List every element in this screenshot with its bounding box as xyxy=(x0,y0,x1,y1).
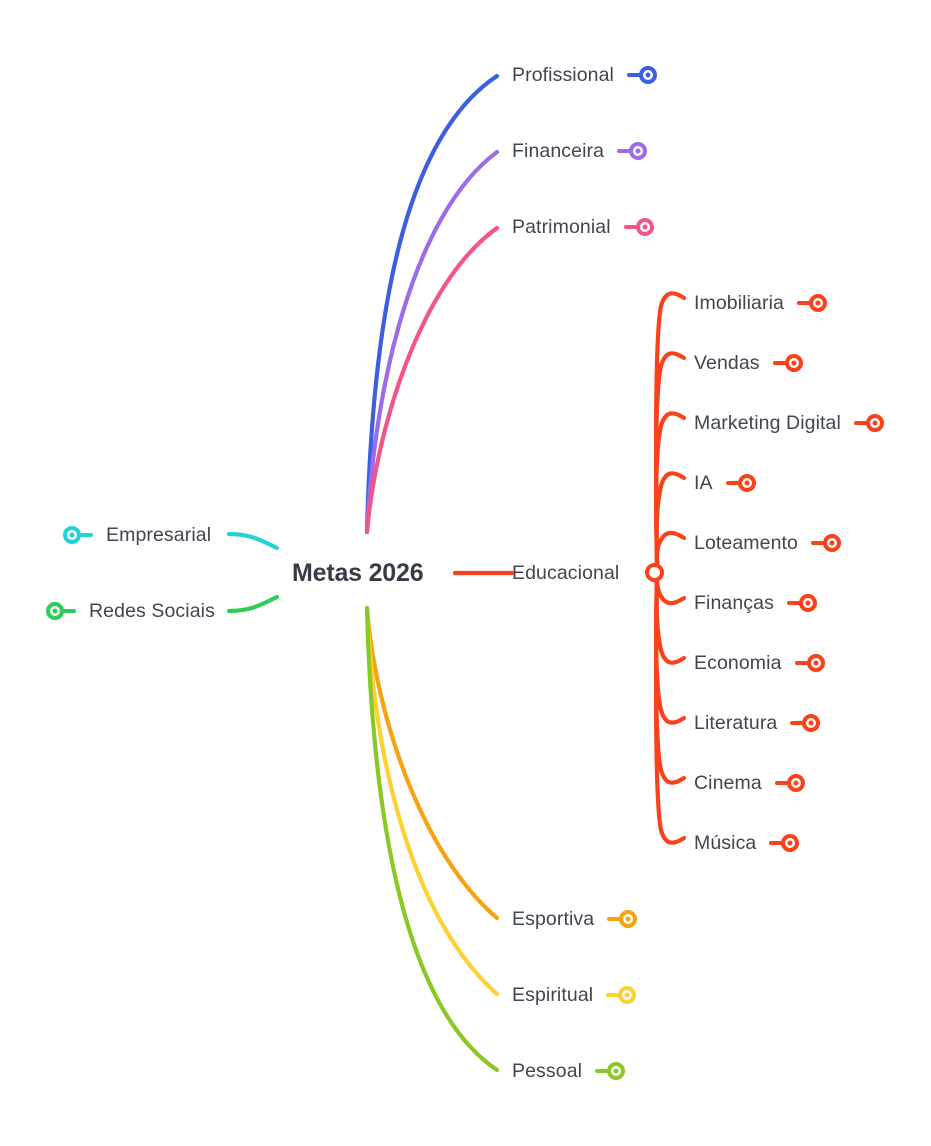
marker-ring-icon xyxy=(798,594,817,612)
branch-node-label: Patrimonial xyxy=(512,216,611,238)
branch-node-pessoal[interactable]: Pessoal xyxy=(512,1056,626,1086)
branch-node-label: Profissional xyxy=(512,64,614,86)
node-marker[interactable] xyxy=(46,600,76,622)
sub-branch-node-label: Marketing Digital xyxy=(694,412,841,434)
marker-ring-icon xyxy=(46,602,64,620)
sub-branch-node-imobiliaria[interactable]: Imobiliaria xyxy=(694,288,827,318)
marker-ring-icon xyxy=(802,714,821,732)
branch-node-esportiva[interactable]: Esportiva xyxy=(512,904,638,934)
branch-node-financeira[interactable]: Financeira xyxy=(512,136,648,166)
marker-stub xyxy=(769,840,784,846)
branch-node-educacional[interactable]: Educacional xyxy=(512,558,619,588)
marker-ring-icon xyxy=(781,834,800,852)
sub-branch-node-label: Economia xyxy=(694,652,782,674)
sub-branch-node-cinema[interactable]: Cinema xyxy=(694,768,805,798)
marker-ring-icon xyxy=(786,774,805,792)
node-marker[interactable] xyxy=(607,908,638,930)
sub-branch-node-label: Imobiliaria xyxy=(694,292,784,314)
marker-ring-icon xyxy=(619,910,638,928)
node-marker[interactable] xyxy=(786,592,817,614)
marker-stub xyxy=(774,780,789,786)
sub-branch-node-ia[interactable]: IA xyxy=(694,468,756,498)
node-marker[interactable] xyxy=(774,772,805,794)
marker-ring-icon xyxy=(607,1062,626,1080)
marker-ring-icon xyxy=(784,354,803,372)
sub-branch-node-label: Loteamento xyxy=(694,532,798,554)
sub-branch-node-loteamento[interactable]: Loteamento xyxy=(694,528,841,558)
branch-node-empresarial[interactable]: Empresarial xyxy=(63,520,211,550)
marker-stub xyxy=(853,420,868,426)
node-marker[interactable] xyxy=(772,352,803,374)
node-marker[interactable] xyxy=(811,532,841,554)
root-node[interactable]: Metas 2026 xyxy=(292,558,424,588)
marker-ring-icon xyxy=(806,654,825,672)
marker-stub xyxy=(595,1068,610,1074)
sub-branch-node-label: Literatura xyxy=(694,712,778,734)
marker-stub xyxy=(79,532,93,538)
marker-stub xyxy=(794,660,809,666)
branch-node-redes-sociais[interactable]: Redes Sociais xyxy=(46,596,215,626)
marker-stub xyxy=(811,540,825,546)
sub-branch-node-vendas[interactable]: Vendas xyxy=(694,348,803,378)
node-marker[interactable] xyxy=(794,652,825,674)
marker-ring-icon xyxy=(618,986,637,1004)
branch-node-label: Financeira xyxy=(512,140,605,162)
marker-stub xyxy=(623,224,638,230)
branch-node-label: Espiritual xyxy=(512,984,594,1006)
sub-branch-node-label: Cinema xyxy=(694,772,762,794)
sub-branch-node-financas[interactable]: Finanças xyxy=(694,588,817,618)
educacional-hub-node[interactable] xyxy=(645,563,664,582)
marker-ring-icon xyxy=(865,414,884,432)
marker-stub xyxy=(725,480,740,486)
node-marker[interactable] xyxy=(853,412,884,434)
marker-stub xyxy=(62,608,76,614)
branch-node-espiritual[interactable]: Espiritual xyxy=(512,980,637,1010)
sub-branch-node-musica[interactable]: Música xyxy=(694,828,800,858)
sub-branch-node-label: Finanças xyxy=(694,592,774,614)
marker-stub xyxy=(606,992,621,998)
branch-node-patrimonial[interactable]: Patrimonial xyxy=(512,212,654,242)
marker-ring-icon xyxy=(639,66,657,84)
node-marker[interactable] xyxy=(725,472,756,494)
branch-node-profissional[interactable]: Profissional xyxy=(512,60,657,90)
node-marker[interactable] xyxy=(790,712,821,734)
branch-node-label: Pessoal xyxy=(512,1060,583,1082)
marker-stub xyxy=(786,600,801,606)
marker-stub xyxy=(772,360,787,366)
marker-ring-icon xyxy=(808,294,827,312)
marker-stub xyxy=(627,72,641,78)
marker-ring-icon xyxy=(823,534,841,552)
sub-branch-node-label: Música xyxy=(694,832,757,854)
marker-ring-icon xyxy=(635,218,654,236)
branch-node-label: Esportiva xyxy=(512,908,595,930)
node-marker[interactable] xyxy=(623,216,654,238)
node-marker[interactable] xyxy=(796,292,827,314)
sub-branch-node-economia[interactable]: Economia xyxy=(694,648,825,678)
marker-stub xyxy=(617,148,632,154)
branch-node-label: Educacional xyxy=(512,562,620,584)
sub-branch-node-label: Vendas xyxy=(694,352,760,374)
node-marker[interactable] xyxy=(595,1060,626,1082)
branch-node-label: Empresarial xyxy=(106,524,212,546)
node-marker[interactable] xyxy=(606,984,637,1006)
sub-branch-node-literatura[interactable]: Literatura xyxy=(694,708,821,738)
node-marker[interactable] xyxy=(769,832,800,854)
branch-node-label: Redes Sociais xyxy=(89,600,215,622)
sub-branch-node-label: IA xyxy=(694,472,713,494)
marker-stub xyxy=(796,300,811,306)
node-marker[interactable] xyxy=(627,64,657,86)
node-marker[interactable] xyxy=(63,524,93,546)
sub-branch-node-marketing-digital[interactable]: Marketing Digital xyxy=(694,408,884,438)
root-node-label: Metas 2026 xyxy=(292,559,424,587)
marker-ring-icon xyxy=(737,474,756,492)
marker-ring-icon xyxy=(629,142,648,160)
marker-ring-icon xyxy=(63,526,81,544)
node-marker[interactable] xyxy=(617,140,648,162)
marker-stub xyxy=(607,916,622,922)
marker-stub xyxy=(790,720,805,726)
